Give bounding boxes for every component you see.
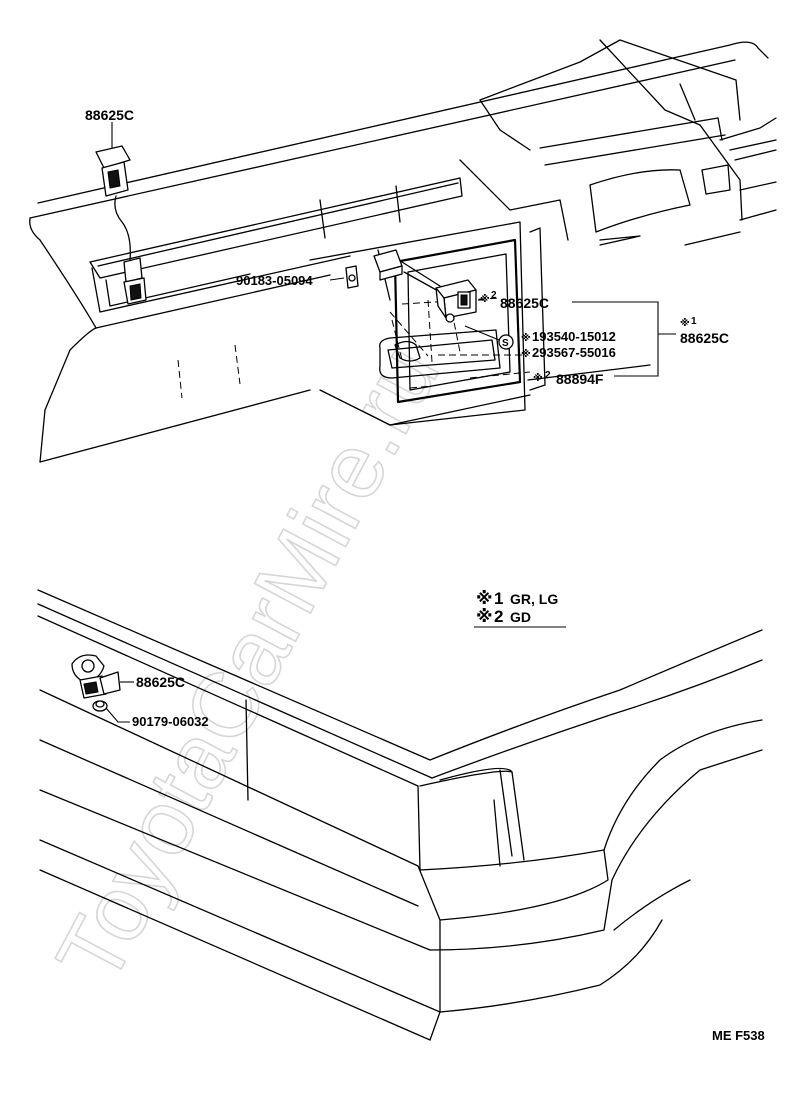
label-293567-55016: 293567-55016 (532, 345, 616, 360)
leader-clip (105, 707, 130, 723)
group-star-num: 1 (691, 316, 697, 327)
s-screw-letter: S (502, 338, 509, 349)
label-unit-88625c: 88625C (500, 295, 549, 311)
legend-row1-mark: ※ (476, 589, 493, 608)
legend-row1-num: 1 (494, 589, 503, 608)
leader-screw (464, 325, 500, 341)
instrument-panel-drawing (29, 39, 777, 463)
unit-star-mark: ※ (480, 293, 490, 305)
bottom-star-mark: ※ (533, 372, 543, 384)
label-90179-06032: 90179-06032 (132, 714, 209, 729)
s-screw-mark (498, 334, 514, 350)
clip-part (92, 700, 108, 712)
connector-block (373, 249, 441, 293)
label-group-88625c: 88625C (680, 330, 729, 346)
sensor-88625c-lower (71, 654, 121, 699)
bottom-star-num: 2 (545, 370, 551, 381)
legend-row2-mark: ※ (476, 607, 493, 626)
leader-nut (329, 277, 345, 281)
figure-code: ME F538 (712, 1028, 765, 1043)
label-sensor-88625c: 88625C (136, 674, 185, 690)
label-90183-05094: 90183-05094 (236, 273, 313, 288)
legend-row2-text: GD (510, 609, 531, 625)
switch-88625c-top (95, 122, 147, 305)
unit-star-num: 2 (491, 290, 497, 301)
group-star-mark: ※ (680, 317, 690, 329)
switch-unit-88625c (435, 279, 477, 323)
legend: ※ 1 GR, LG ※ 2 GD (474, 589, 566, 628)
label-88625c-top: 88625C (85, 107, 134, 123)
group-bracket (572, 301, 659, 377)
sub1-star-mark: ※ (521, 332, 531, 344)
sub2-star-mark: ※ (521, 348, 531, 360)
nut-part (345, 265, 359, 289)
rear-body-drawing (37, 589, 763, 1041)
label-88894f: 88894F (556, 371, 604, 387)
label-193540-15012: 193540-15012 (532, 329, 616, 344)
legend-row2-num: 2 (494, 607, 503, 626)
legend-row1-text: GR, LG (510, 591, 558, 607)
